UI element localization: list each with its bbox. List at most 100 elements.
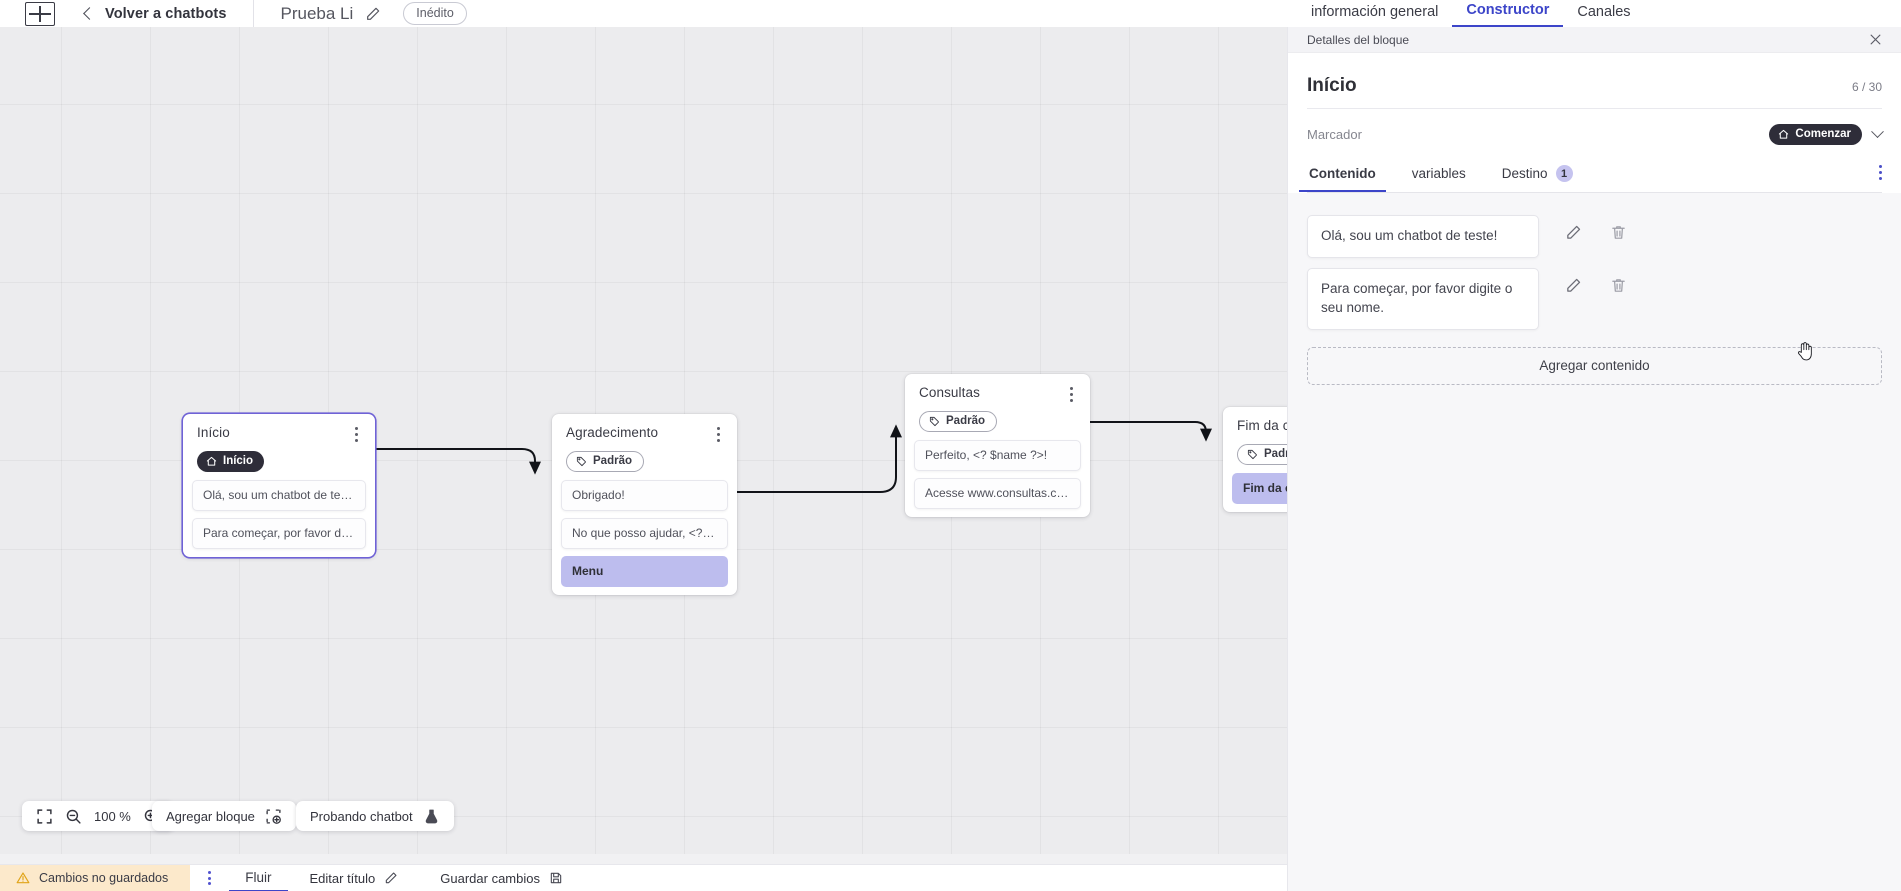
fit-screen-icon[interactable]	[36, 808, 53, 825]
panel-content-list: Olá, sou um chatbot de teste! Para começ…	[1288, 193, 1901, 891]
home-icon	[1779, 129, 1789, 139]
flask-icon	[425, 809, 437, 823]
pencil-icon[interactable]	[1565, 277, 1582, 294]
add-block-label: Agregar bloque	[166, 808, 255, 824]
node-title: Consultas	[919, 385, 980, 400]
marcador-row: Marcador Comenzar	[1307, 109, 1884, 159]
content-item: Olá, sou um chatbot de teste!	[1307, 215, 1882, 258]
edit-title-label: Editar título	[309, 870, 376, 886]
unsaved-changes-badge: Cambios no guardados	[0, 864, 191, 891]
marcador-badge-label: Comenzar	[1795, 128, 1851, 140]
tag-icon	[576, 456, 586, 466]
node-row[interactable]: No que posso ajudar, <? $name ...	[561, 518, 728, 549]
content-text[interactable]: Para começar, por favor digite o seu nom…	[1307, 267, 1539, 330]
tag-icon	[929, 416, 939, 426]
marcador-badge[interactable]: Comenzar	[1769, 124, 1862, 145]
marcador-label: Marcador	[1307, 127, 1362, 142]
zoom-level-label: 100 %	[94, 808, 131, 824]
divider	[252, 0, 254, 27]
node-rows: Olá, sou um chatbot de teste! Para começ…	[183, 476, 375, 549]
node-badge-label: Padrão	[946, 415, 985, 427]
home-icon	[206, 456, 217, 466]
add-block-button[interactable]: Agregar bloque	[152, 801, 296, 831]
node-title: Agradecimento	[566, 425, 659, 440]
logo-mark-icon[interactable]	[25, 1, 55, 26]
trash-icon[interactable]	[1610, 224, 1627, 241]
save-changes-button[interactable]: Guardar cambios	[440, 871, 563, 886]
close-icon[interactable]	[1868, 32, 1883, 47]
tab-informacion-general[interactable]: información general	[1311, 4, 1439, 20]
content-actions	[1539, 215, 1627, 241]
node-badge-label: Padrão	[593, 455, 632, 467]
tag-icon	[1247, 449, 1257, 459]
node-row[interactable]: Perfeito, <? $name ?>!	[914, 440, 1081, 471]
chevron-down-icon[interactable]	[1871, 125, 1884, 139]
node-rows: Perfeito, <? $name ?>! Acesse www.consul…	[905, 436, 1090, 509]
zoom-out-icon[interactable]	[65, 808, 82, 825]
back-to-chatbots-button[interactable]: Volver a chatbots	[83, 5, 227, 22]
content-text[interactable]: Olá, sou um chatbot de teste!	[1307, 215, 1539, 258]
flow-node-agradecimento[interactable]: Agradecimento Padrão Obrigado! No que po…	[552, 414, 737, 595]
more-vertical-icon[interactable]	[1878, 164, 1882, 187]
node-header: Consultas	[905, 374, 1090, 402]
add-block-icon	[266, 808, 281, 824]
more-vertical-icon[interactable]	[711, 425, 725, 442]
horizontal-scrollbar[interactable]	[630, 855, 1220, 861]
right-tab-bar: información general Constructor Canales	[1287, 0, 1901, 27]
tab-constructor[interactable]: Constructor	[1452, 2, 1564, 27]
panel-count: 6 / 30	[1851, 80, 1882, 94]
more-vertical-icon[interactable]	[1064, 385, 1078, 402]
panel-tab-destino[interactable]: Destino 1	[1500, 159, 1575, 192]
block-details-panel: Detalles del bloque Início 6 / 30 Marcad…	[1287, 27, 1901, 891]
node-badge-label: Início	[223, 455, 254, 467]
node-row[interactable]: Menu	[561, 556, 728, 587]
node-row[interactable]: Acesse www.consultas.com par...	[914, 478, 1081, 509]
add-content-button[interactable]: Agregar contenido	[1307, 346, 1882, 385]
pencil-icon[interactable]	[365, 6, 381, 22]
save-changes-label: Guardar cambios	[440, 870, 540, 886]
status-badge: Inédito	[403, 2, 467, 25]
project-title: Prueba Li	[280, 3, 354, 23]
panel-header: Detalles del bloque	[1288, 27, 1901, 53]
pencil-icon	[386, 872, 397, 884]
flow-node-inicio[interactable]: Início Início Olá, sou um chatbot de tes…	[183, 414, 375, 557]
panel-title-row: Início 6 / 30	[1307, 53, 1882, 108]
node-header: Agradecimento	[552, 414, 737, 442]
panel-tab-contenido[interactable]: Contenido	[1299, 160, 1386, 192]
flow-node-consultas[interactable]: Consultas Padrão Perfeito, <? $name ?>! …	[905, 374, 1090, 517]
node-row[interactable]: Para começar, por favor digite o ...	[192, 518, 366, 549]
back-to-chatbots-label: Volver a chatbots	[105, 5, 227, 22]
save-disk-icon	[550, 872, 562, 884]
panel-header-label: Detalles del bloque	[1307, 32, 1410, 47]
panel-title: Início	[1307, 75, 1357, 96]
footer-tab-fluir[interactable]: Fluir	[229, 865, 288, 891]
content-actions	[1539, 268, 1627, 294]
node-row[interactable]: Olá, sou um chatbot de teste!	[192, 480, 366, 511]
node-badge-row: Início	[183, 442, 375, 476]
panel-tab-label: variables	[1411, 166, 1466, 181]
zoom-toolbar: 100 %	[22, 801, 174, 831]
panel-tab-bar: Contenido variables Destino 1	[1299, 159, 1882, 193]
edit-title-button[interactable]: Editar título	[310, 871, 399, 886]
trash-icon[interactable]	[1610, 277, 1627, 294]
pencil-icon[interactable]	[1565, 224, 1582, 241]
node-row[interactable]: Obrigado!	[561, 480, 728, 511]
warning-triangle-icon	[16, 872, 30, 884]
divider	[1307, 108, 1882, 109]
mouse-cursor-pointer-icon	[1797, 342, 1812, 361]
panel-body: Início 6 / 30 Marcador Comenzar Contenid…	[1288, 53, 1901, 193]
test-chatbot-label: Probando chatbot	[310, 808, 413, 824]
marcador-control[interactable]: Comenzar	[1769, 124, 1884, 145]
node-badge-row: Padrão	[552, 442, 737, 476]
chevron-left-icon	[83, 7, 96, 20]
panel-tab-variables[interactable]: variables	[1410, 160, 1468, 191]
more-vertical-icon[interactable]	[349, 425, 363, 442]
more-vertical-icon[interactable]	[208, 871, 212, 885]
node-title: Início	[197, 425, 230, 440]
tab-canales[interactable]: Canales	[1577, 4, 1631, 20]
test-chatbot-button[interactable]: Probando chatbot	[296, 801, 454, 831]
content-item: Para começar, por favor digite o seu nom…	[1307, 267, 1882, 330]
node-badge-row: Padrão	[905, 402, 1090, 436]
node-badge-start: Início	[197, 451, 265, 472]
node-rows: Obrigado! No que posso ajudar, <? $name …	[552, 476, 737, 587]
